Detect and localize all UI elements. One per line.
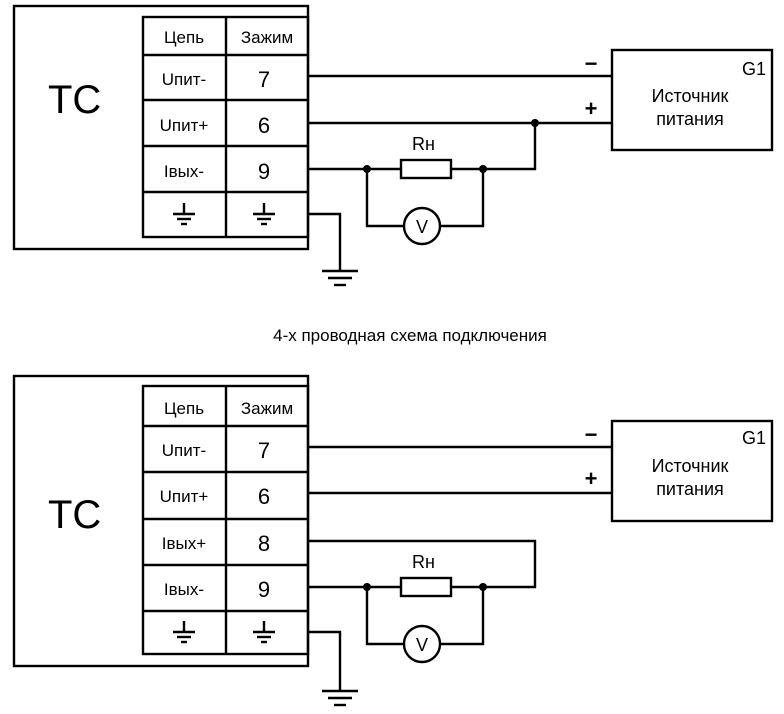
bottom-wire-output-plus [308,539,537,589]
bottom-plus-sign: + [585,466,598,491]
bottom-row-terminal: 6 [258,484,270,509]
top-device-label: ТС [48,78,101,122]
top-row-terminal: 7 [258,67,270,92]
bottom-row-circuit: Iвых+ [162,534,206,553]
bottom-power-supply: G1 Источник питания [610,419,774,523]
diagram-caption: 4-х проводная схема подключения [273,326,547,345]
top-row-circuit: Iвых- [164,162,204,181]
bottom-header-circuit: Цепь [164,399,204,418]
top-row-circuit: Uпит- [162,70,206,89]
bottom-power-supply-line1: Источник [652,456,729,476]
bottom-voltmeter-wire [365,587,404,646]
top-terminal-table: Цепь Зажим Uпит- 7 Uпит+ 6 Iвых- 9 [141,15,310,239]
ground-icon [173,203,195,226]
top-power-supply-id: G1 [742,59,766,79]
bottom-row-terminal: 8 [258,531,270,556]
bottom-power-supply-id: G1 [742,428,766,448]
bottom-voltmeter [402,624,442,664]
bottom-resistor-label: Rн [412,552,435,572]
bottom-row-terminal: 7 [258,438,270,463]
top-resistor-label: Rн [412,134,435,154]
ground-icon [173,621,195,644]
bottom-minus-sign: − [585,422,598,447]
top-voltmeter-wire [365,169,404,228]
top-plus-sign: + [585,96,598,121]
top-voltmeter [402,206,442,246]
bottom-ground-wire [308,630,342,691]
top-header-circuit: Цепь [164,28,204,47]
top-resistor [399,158,453,180]
top-power-supply-line2: питания [656,109,724,129]
top-power-supply-line1: Источник [652,86,729,106]
top-wire-return [483,123,537,171]
ground-icon [322,269,358,287]
bottom-row-circuit: Iвых- [164,580,204,599]
bottom-row-circuit: Uпит- [162,441,206,460]
bottom-resistor [399,576,453,598]
bottom-diagram: ТС Цепь Зажим Uпит- 7 Uпит+ 6 Iвых+ 8 Iв… [12,374,774,707]
bottom-device-label: ТС [48,493,101,537]
ground-icon [253,621,275,644]
top-diagram: ТС Цепь Зажим Uпит- 7 Uпит+ 6 Iвых- 9 [12,4,774,287]
top-voltmeter-label: V [416,217,428,237]
top-row-circuit: Uпит+ [160,116,209,135]
top-minus-sign: − [585,51,598,76]
top-row-terminal: 6 [258,113,270,138]
bottom-power-supply-line2: питания [656,479,724,499]
bottom-terminal-table: Цепь Зажим Uпит- 7 Uпит+ 6 Iвых+ 8 Iвых-… [141,384,310,656]
bottom-row-circuit: Uпит+ [160,487,209,506]
top-header-terminal: Зажим [241,28,293,47]
bottom-voltmeter-wire [440,587,485,646]
top-row-terminal: 9 [258,159,270,184]
bottom-header-terminal: Зажим [241,399,293,418]
bottom-row-terminal: 9 [258,577,270,602]
top-power-supply: G1 Источник питания [610,48,774,152]
ground-icon [322,689,358,707]
top-ground-wire [308,212,342,271]
ground-icon [253,203,275,226]
top-voltmeter-wire [440,169,485,228]
bottom-voltmeter-label: V [416,635,428,655]
